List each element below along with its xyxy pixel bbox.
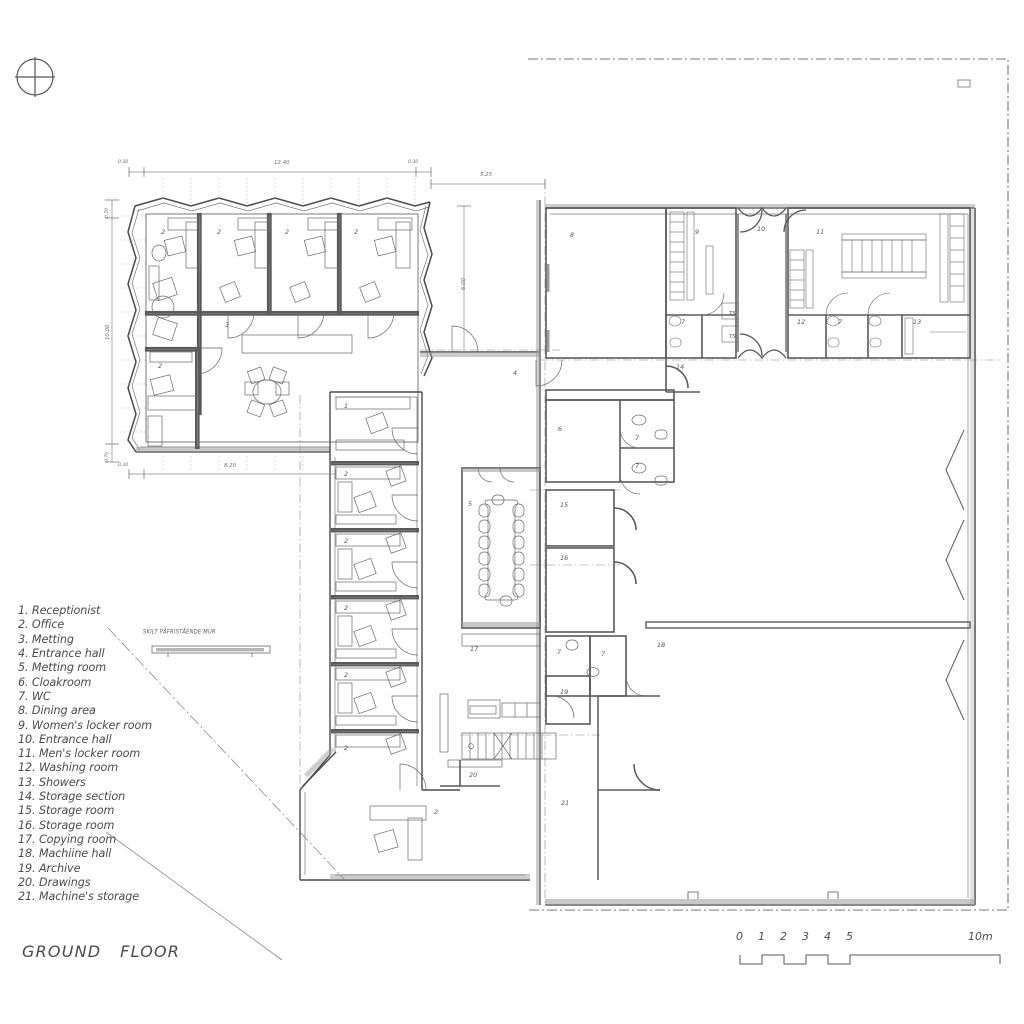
office-wing-corridor: [299, 391, 530, 881]
room-number-21: 21: [561, 799, 570, 807]
room-number-2: 2: [285, 228, 290, 236]
dim-top-right-end: 0.30: [408, 160, 419, 165]
list-item: 13. Showers: [18, 775, 86, 789]
room-number-7: 7: [635, 462, 640, 470]
list-item: 6. Cloakroom: [18, 675, 92, 689]
room-number-7: 7: [557, 648, 562, 656]
scale-end-label: 10m: [968, 930, 993, 943]
list-item: 12. Washing room: [18, 761, 119, 775]
freestanding-wall-note: SKILT PÅFRISTÅENDE MUR: [143, 629, 216, 636]
list-item: 3. Metting: [18, 632, 74, 646]
office-block-northwest: [127, 197, 433, 453]
room-number-7: 7: [838, 318, 843, 326]
list-item: 14. Storage section: [18, 790, 126, 804]
scale-bar: [739, 954, 1001, 965]
dim-top-left-end: 0.30: [118, 160, 129, 165]
dim-top-main: 12.40: [274, 160, 290, 166]
room-number-20: 20: [469, 771, 478, 779]
room-number-2: 2: [344, 604, 349, 612]
list-item: 8. Dining area: [18, 704, 96, 718]
list-item: 15. Storage room: [18, 804, 115, 818]
dim-left-bottom: 0.70: [105, 452, 110, 462]
room-number-2: 2: [344, 744, 349, 752]
room-number-6: 6: [558, 425, 563, 433]
central-service-core: [420, 200, 675, 905]
room-number-12: 12: [797, 318, 806, 326]
room-number-15: 15: [560, 501, 569, 509]
room-number-2: 2: [344, 671, 349, 679]
list-item: 5. Metting room: [18, 661, 107, 675]
dim-bottom-left-end: 0.30: [118, 463, 129, 468]
list-item: 11. Men's locker room: [18, 747, 141, 761]
room-number-11: 11: [816, 228, 825, 236]
dim-bottom-main: 8.20: [224, 463, 237, 469]
grid-axes: [299, 180, 1000, 905]
room-number-4: 4: [513, 369, 518, 377]
room-number-2: 2: [344, 537, 349, 545]
room-number-9: 9: [695, 228, 700, 236]
room-number-7: 7: [635, 434, 640, 442]
room-number-5: 5: [468, 500, 473, 508]
room-number-19: 19: [560, 688, 569, 696]
north-point-icon: [15, 57, 55, 97]
room-number-2: 2: [354, 228, 359, 236]
list-item: 18. Machiine hall: [18, 847, 112, 861]
scale-tick-2: 2: [780, 930, 787, 943]
list-item: 21. Machine's storage: [18, 890, 140, 904]
list-item: 9. Women's locker room: [18, 718, 153, 732]
dimension-lines: [105, 167, 546, 479]
room-number-2: 2: [217, 228, 222, 236]
freestanding-wall-symbol: [151, 645, 271, 657]
room-number-2: 2: [344, 470, 349, 478]
legend-list: 1. Receptionist 2. Office 3. Metting 4. …: [18, 604, 208, 905]
list-item: 16. Storage room: [18, 818, 115, 832]
staircase: [439, 693, 557, 768]
dim-right-vertical: 6.00: [461, 277, 467, 290]
list-item: 2. Office: [18, 618, 65, 632]
room-number-10: 10: [757, 225, 766, 233]
page-title: GROUND FLOOR: [22, 942, 181, 961]
room-number-16: 16: [560, 554, 569, 562]
room-number-1: 1: [344, 402, 349, 410]
scale-tick-5: 5: [846, 930, 853, 943]
dim-left-top: 0.70: [105, 208, 110, 218]
room-number-8: 8: [570, 231, 575, 239]
scale-tick-1: 1: [758, 930, 765, 943]
property-line-diagonals: [105, 627, 346, 961]
room-number-17: 17: [470, 645, 479, 653]
room-number-13: 13: [913, 318, 922, 326]
room-number-18: 18: [657, 641, 666, 649]
list-item: 20. Drawings: [18, 875, 91, 889]
list-item: 19. Archive: [18, 861, 81, 875]
room-number-7: 7: [681, 318, 686, 326]
room-number-2: 2: [161, 228, 166, 236]
room-number-2: 2: [434, 808, 439, 816]
room-number-3: 3: [225, 321, 230, 329]
scale-tick-0: 0: [736, 930, 743, 943]
room-number-14: 14: [676, 363, 685, 371]
ts-label: TS: [729, 334, 736, 340]
list-item: 4. Entrance hall: [18, 646, 105, 660]
dim-top-offset: 5.25: [480, 172, 493, 178]
list-item: 10. Entrance hall: [18, 732, 112, 746]
list-item: 1. Receptionist: [18, 604, 101, 617]
list-item: 17. Copying room: [18, 833, 117, 846]
list-item: 7. WC: [18, 689, 51, 703]
machine-hall-building: [545, 79, 976, 906]
scale-tick-3: 3: [802, 930, 809, 943]
scale-tick-4: 4: [824, 930, 831, 943]
ts-label: TS: [729, 311, 736, 317]
site-boundary: [528, 58, 1009, 911]
dim-left-main: 10.00: [105, 324, 111, 340]
room-number-7: 7: [601, 650, 606, 658]
room-number-2: 2: [158, 362, 163, 370]
